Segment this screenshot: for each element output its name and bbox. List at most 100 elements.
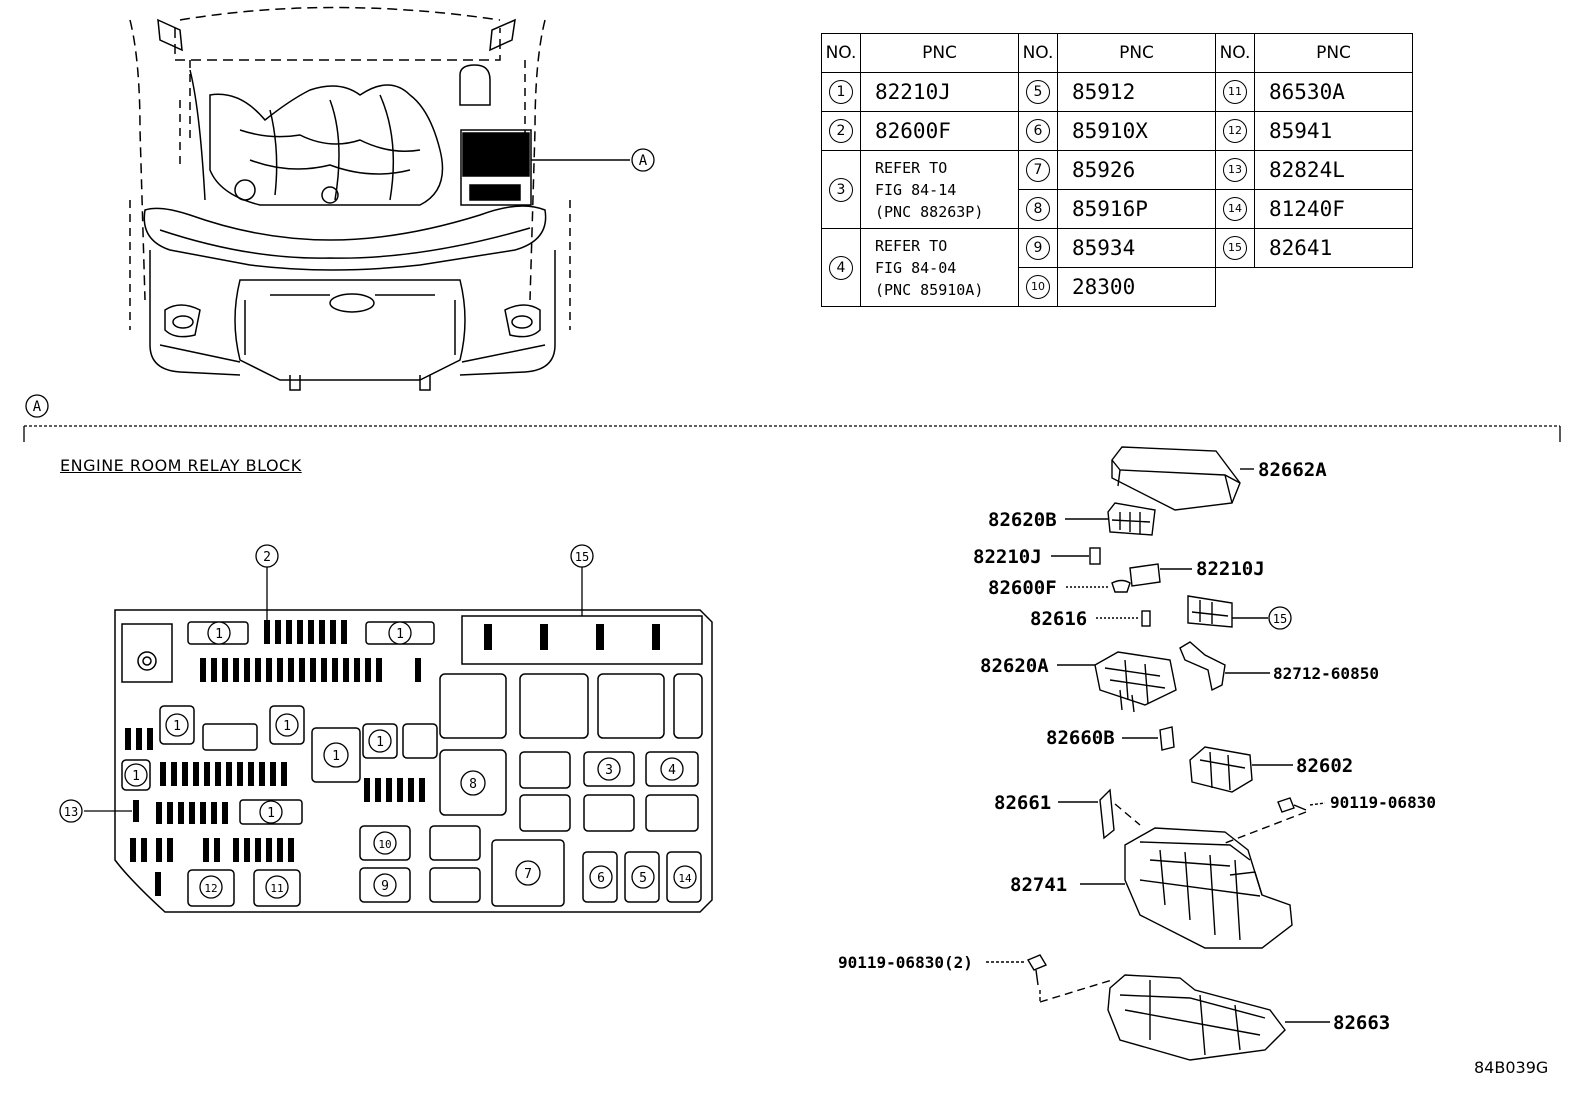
item-number: 10	[1026, 275, 1050, 299]
pnc-table: NO. PNC NO. PNC NO. PNC 1 82210J 5 85912…	[821, 33, 1413, 307]
vehicle-overview-illustration	[129, 6, 630, 391]
svg-text:8: 8	[469, 777, 477, 792]
pnc-cell: 85934	[1057, 228, 1216, 268]
table-row: 2 82600F 6 85910X 12 85941	[821, 111, 1413, 151]
table-row: 4 REFER TO FIG 84-04 (PNC 85910A) 9 8593…	[821, 228, 1413, 307]
svg-text:4: 4	[668, 763, 676, 778]
pnc-cell: 82600F	[860, 111, 1019, 151]
callout-8: 8	[460, 770, 486, 796]
item-number: 4	[829, 255, 853, 280]
svg-text:12: 12	[204, 882, 217, 895]
part-label-82712-60850: 82712-60850	[1273, 664, 1379, 683]
relay-block-layout	[114, 609, 713, 913]
svg-text:A: A	[639, 153, 648, 169]
item-number: 7	[1026, 158, 1050, 182]
callout-9: 9	[373, 873, 397, 897]
item-number: 12	[1223, 119, 1247, 143]
header-pnc-2: PNC	[1057, 33, 1216, 73]
table-row: 1 82210J 5 85912 11 86530A	[821, 72, 1413, 112]
table-header-row: NO. PNC NO. PNC NO. PNC	[821, 33, 1413, 73]
empty-cell	[1255, 268, 1413, 307]
item-number: 9	[1026, 236, 1050, 260]
svg-text:3: 3	[605, 763, 613, 778]
part-labels: 82662A 82620B 82210J 82210J 82600F 82616…	[973, 459, 1390, 1034]
svg-text:14: 14	[678, 872, 692, 885]
header-no-2: NO.	[1018, 33, 1058, 73]
exploded-parts-illustration	[986, 446, 1330, 1061]
callout-13: 13	[59, 799, 83, 823]
callout-10: 10	[373, 831, 397, 855]
pnc-cell: 86530A	[1254, 72, 1413, 112]
svg-text:6: 6	[597, 871, 605, 886]
svg-text:1: 1	[215, 627, 223, 642]
section-a-marker: A	[25, 394, 49, 418]
header-no-3: NO.	[1215, 33, 1255, 73]
pnc-cell: 85910X	[1057, 111, 1216, 151]
pnc-cell: 82824L	[1254, 150, 1413, 190]
pnc-cell: 85926	[1057, 150, 1216, 190]
item-number: 5	[1026, 80, 1050, 104]
svg-text:1: 1	[283, 719, 291, 734]
item-number: 1	[829, 80, 853, 104]
svg-text:1: 1	[376, 735, 384, 750]
header-no-1: NO.	[821, 33, 861, 73]
pnc-cell: 28300	[1057, 267, 1216, 307]
pnc-cell: 85912	[1057, 72, 1216, 112]
part-label-82620B: 82620B	[988, 509, 1057, 531]
part-label-82210J-small: 82210J	[973, 546, 1042, 568]
empty-cell	[1216, 268, 1255, 307]
part-label-90119-06830-x2: 90119-06830(2)	[838, 953, 973, 972]
item-number: 3	[829, 177, 853, 202]
pnc-cell: 82641	[1254, 228, 1413, 268]
part-label-90119-06830: 90119-06830	[1330, 793, 1436, 812]
fuse-bars	[125, 620, 660, 896]
callout-1: 1 1 1 1 1 1 1 1	[124, 621, 412, 824]
item-number: 6	[1026, 119, 1050, 143]
part-label-82602: 82602	[1296, 755, 1353, 777]
header-pnc-3: PNC	[1254, 33, 1413, 73]
item-number: 11	[1223, 80, 1247, 104]
section-title: ENGINE ROOM RELAY BLOCK	[60, 456, 302, 475]
callout-5: 5	[631, 865, 655, 889]
figure-code: 84B039G	[1474, 1058, 1549, 1077]
header-pnc-1: PNC	[860, 33, 1019, 73]
svg-text:1: 1	[332, 749, 340, 764]
pnc-cell: 85941	[1254, 111, 1413, 151]
callout-7: 7	[515, 860, 541, 886]
part-label-82616: 82616	[1030, 608, 1087, 630]
callout-4: 4	[660, 757, 684, 781]
svg-text:1: 1	[396, 627, 404, 642]
svg-text:15: 15	[1273, 612, 1287, 626]
part-label-82600F: 82600F	[988, 577, 1057, 599]
svg-text:A: A	[33, 399, 42, 415]
callout-leaders	[84, 567, 583, 812]
callout-11: 11	[265, 875, 289, 899]
svg-text:10: 10	[378, 838, 391, 851]
svg-text:1: 1	[267, 806, 275, 821]
svg-text:7: 7	[524, 867, 532, 882]
part-label-82662A: 82662A	[1258, 459, 1327, 481]
pnc-cell: 82210J	[860, 72, 1019, 112]
refer-cell: REFER TO FIG 84-14 (PNC 88263P)	[860, 150, 1019, 229]
part-label-82660B: 82660B	[1046, 727, 1115, 749]
part-label-82620A: 82620A	[980, 655, 1049, 677]
svg-text:13: 13	[64, 805, 78, 819]
refer-cell: REFER TO FIG 84-04 (PNC 85910A)	[860, 228, 1019, 307]
svg-text:9: 9	[381, 879, 389, 894]
table-row: 3 REFER TO FIG 84-14 (PNC 88263P) 7 8592…	[821, 150, 1413, 229]
part-label-82663: 82663	[1333, 1012, 1390, 1034]
item-number: 8	[1026, 197, 1050, 221]
pnc-cell: 81240F	[1254, 189, 1413, 229]
part-labels-small: 82712-60850 90119-06830 90119-06830(2)	[838, 664, 1436, 972]
item-number: 13	[1223, 158, 1247, 182]
svg-text:1: 1	[173, 719, 181, 734]
svg-text:5: 5	[639, 871, 647, 886]
part-label-82661: 82661	[994, 792, 1051, 814]
item-number: 2	[829, 119, 853, 143]
table-row: 8 85916P 14 81240F	[822, 189, 1413, 229]
callout-3: 3	[597, 757, 621, 781]
svg-text:15: 15	[575, 550, 589, 564]
view-marker-a: A	[631, 148, 655, 172]
section-divider	[23, 425, 1561, 442]
